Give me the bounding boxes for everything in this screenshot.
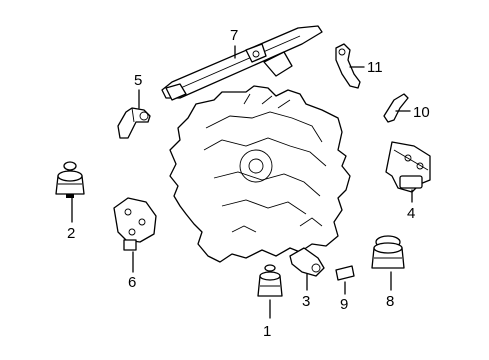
part-7-crossmember — [161, 25, 323, 101]
part-10-heat-shield — [383, 93, 409, 123]
callout-6: 6 — [128, 274, 136, 291]
callout-3: 3 — [302, 293, 310, 310]
callout-4: 4 — [407, 205, 415, 222]
callout-labels: 1 2 3 4 5 6 7 8 9 10 11 — [67, 27, 430, 340]
part-2-engine-mount — [55, 161, 85, 198]
callout-1: 1 — [263, 323, 271, 340]
part-8-engine-mount — [371, 235, 405, 269]
callout-7: 7 — [230, 27, 238, 44]
part-9-shim — [335, 265, 355, 281]
callout-11: 11 — [367, 59, 383, 76]
part-11-bracket — [335, 43, 361, 89]
part-1-engine-mount — [257, 264, 283, 297]
callout-9: 9 — [340, 296, 348, 313]
callout-8: 8 — [386, 293, 394, 310]
part-4-mount-bracket — [385, 141, 431, 193]
part-6-bracket — [113, 197, 157, 251]
engine-block-outline — [169, 85, 351, 263]
leader-lines — [71, 45, 413, 319]
callout-2: 2 — [67, 225, 75, 242]
part-5-hose — [117, 107, 151, 139]
callout-5: 5 — [134, 72, 142, 89]
part-3-bracket — [289, 247, 325, 277]
callout-10: 10 — [413, 104, 430, 121]
